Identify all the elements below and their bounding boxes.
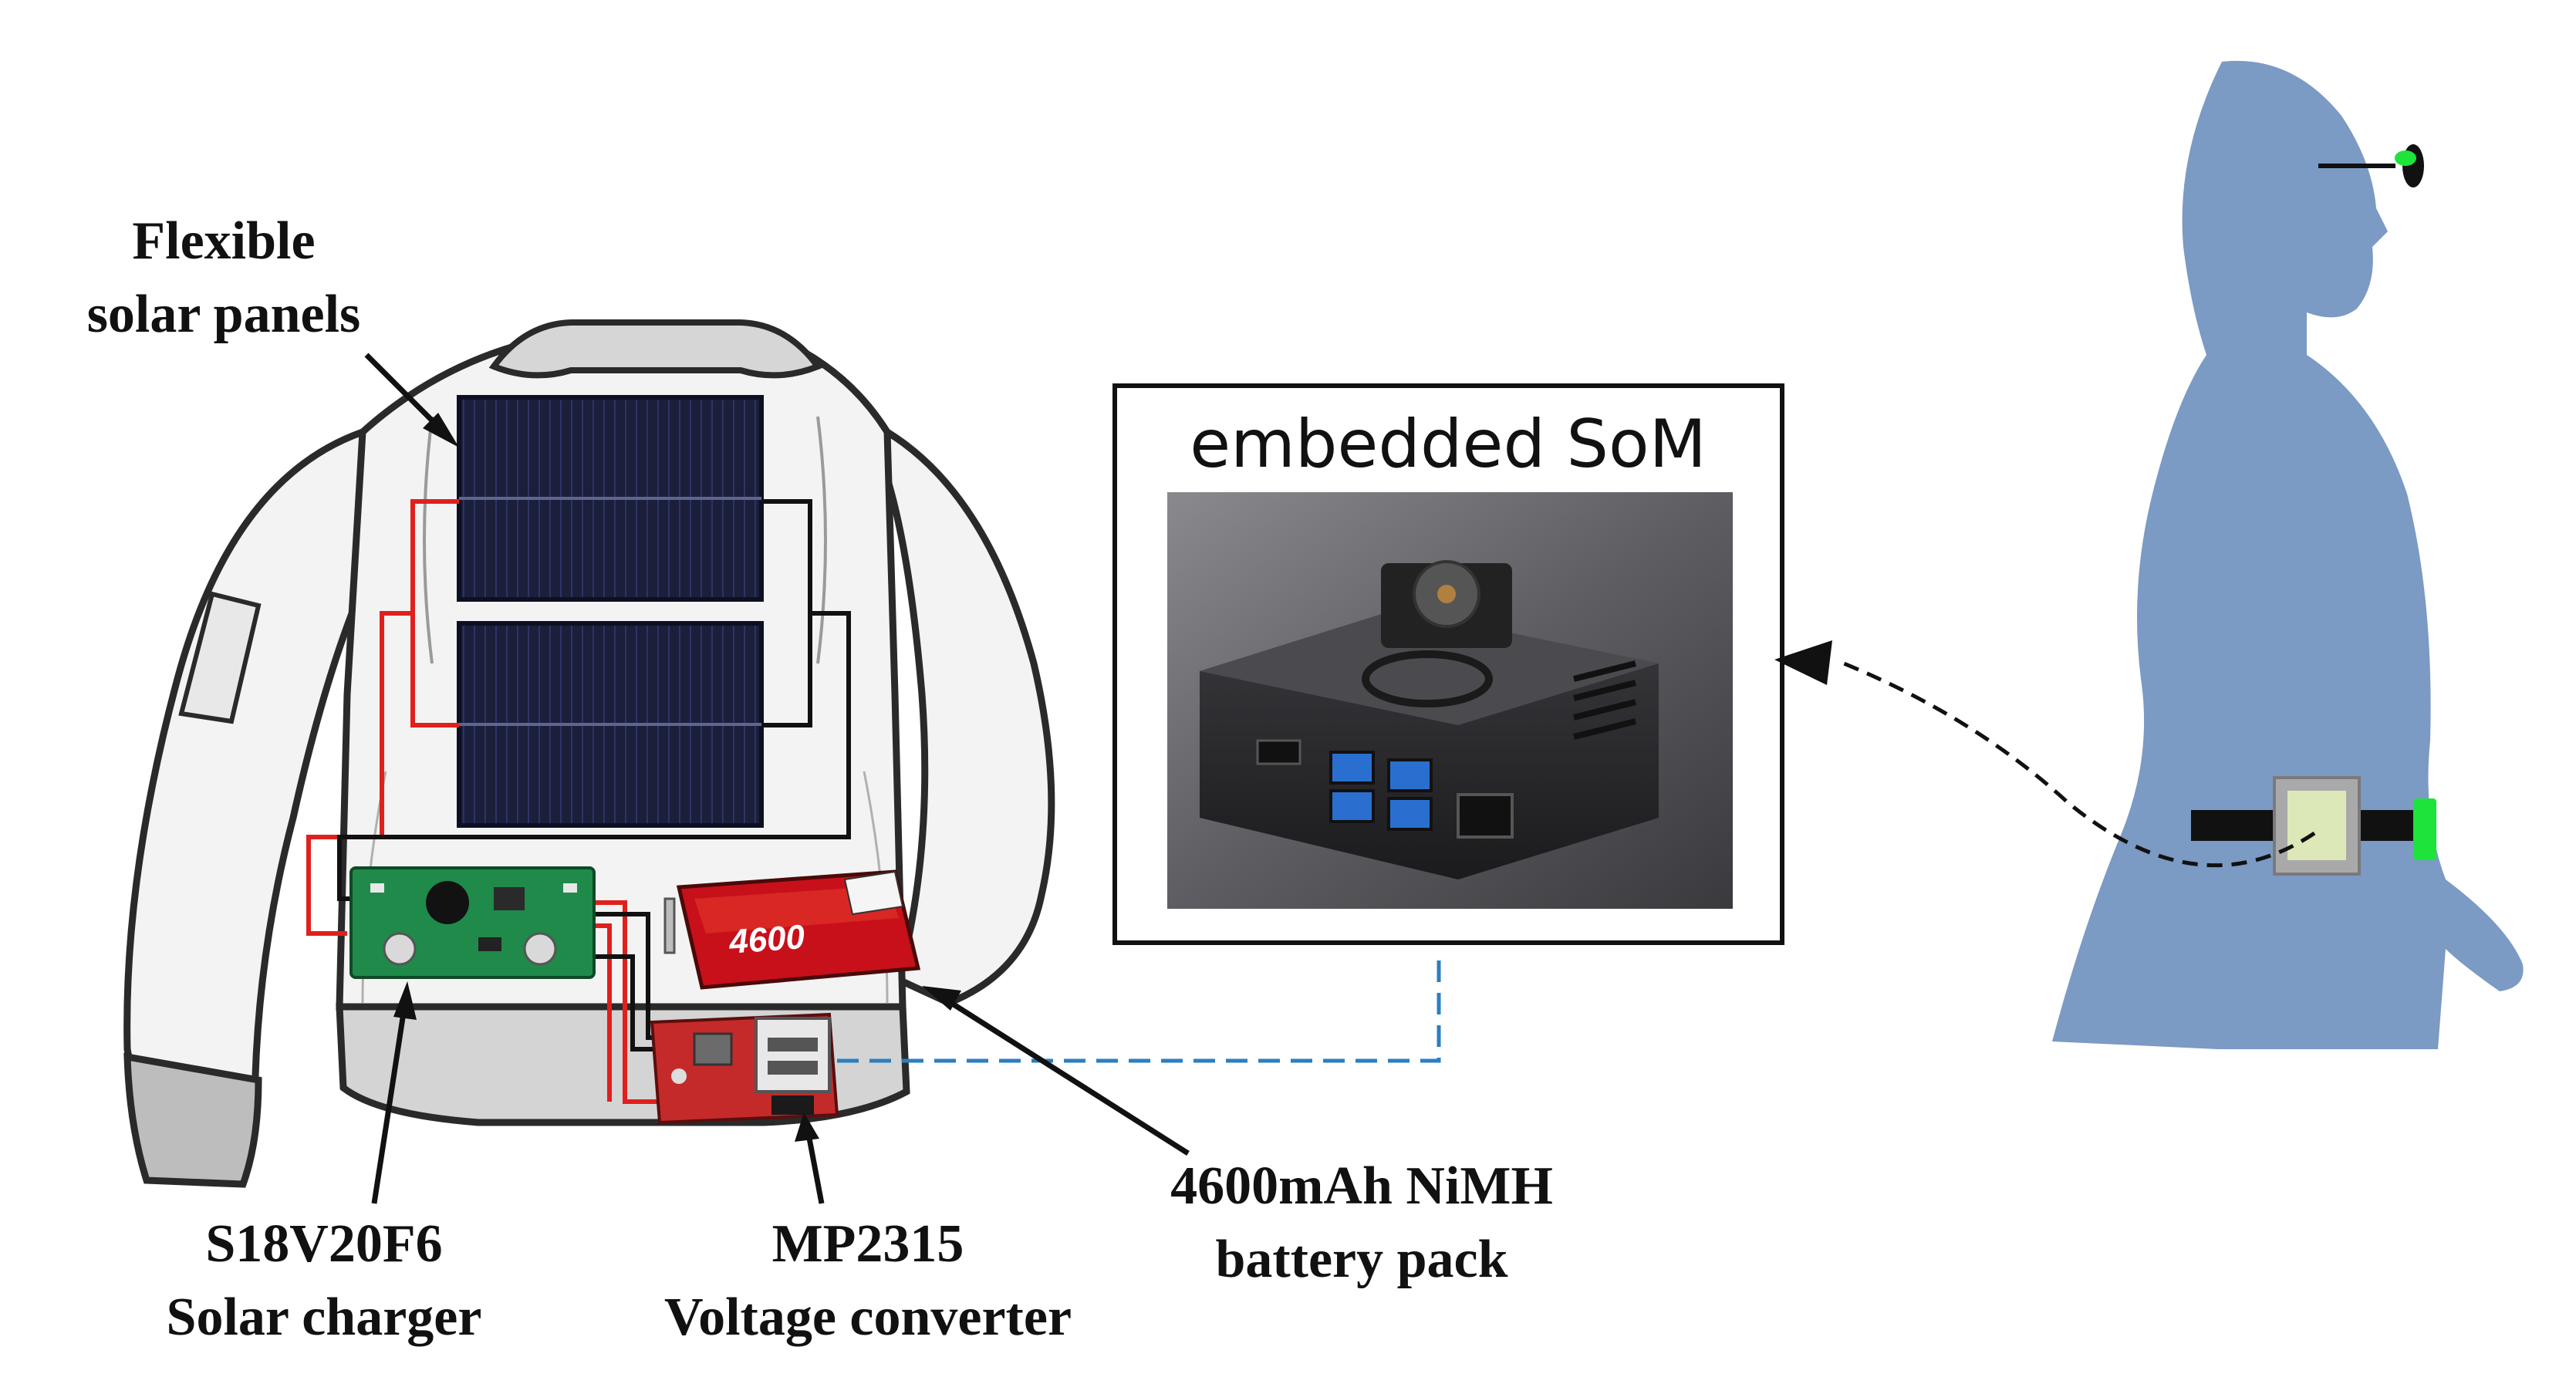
battery-brand-label: 4600: [728, 918, 807, 961]
som-box: embedded SoM: [1112, 383, 1784, 945]
battery-pack: 4600: [663, 869, 921, 990]
som-title: embedded SoM: [1190, 406, 1707, 483]
som-photo: [1167, 492, 1733, 909]
negative-wiring: [337, 499, 851, 1052]
svg-text:Solar charger: Solar charger: [167, 1288, 482, 1347]
solar-charger-pcb: [349, 866, 596, 979]
svg-text:MP2315: MP2315: [772, 1214, 964, 1274]
svg-text:Flexible: Flexible: [132, 211, 315, 271]
svg-text:battery pack: battery pack: [1215, 1230, 1507, 1289]
human-silhouette: [2052, 60, 2524, 1049]
wireless-link: [1774, 640, 2316, 868]
voltage-converter-pcb: [650, 1012, 839, 1125]
label-solar-panels: Flexible solar panels: [87, 211, 459, 447]
solar-panel-top: [457, 395, 764, 602]
smart-glasses-icon: [2318, 144, 2424, 187]
label-battery-pack: 4600mAh NiMH battery pack: [922, 986, 1553, 1289]
svg-text:solar panels: solar panels: [87, 285, 361, 344]
svg-text:S18V20F6: S18V20F6: [205, 1214, 442, 1274]
svg-text:4600mAh NiMH: 4600mAh NiMH: [1170, 1156, 1553, 1216]
svg-text:Voltage converter: Voltage converter: [664, 1288, 1072, 1347]
belt-device-icon: [2191, 776, 2436, 876]
solar-panel-bottom: [457, 621, 764, 828]
label-voltage-converter: MP2315 Voltage converter: [664, 1112, 1072, 1347]
label-solar-charger: S18V20F6 Solar charger: [167, 981, 482, 1347]
